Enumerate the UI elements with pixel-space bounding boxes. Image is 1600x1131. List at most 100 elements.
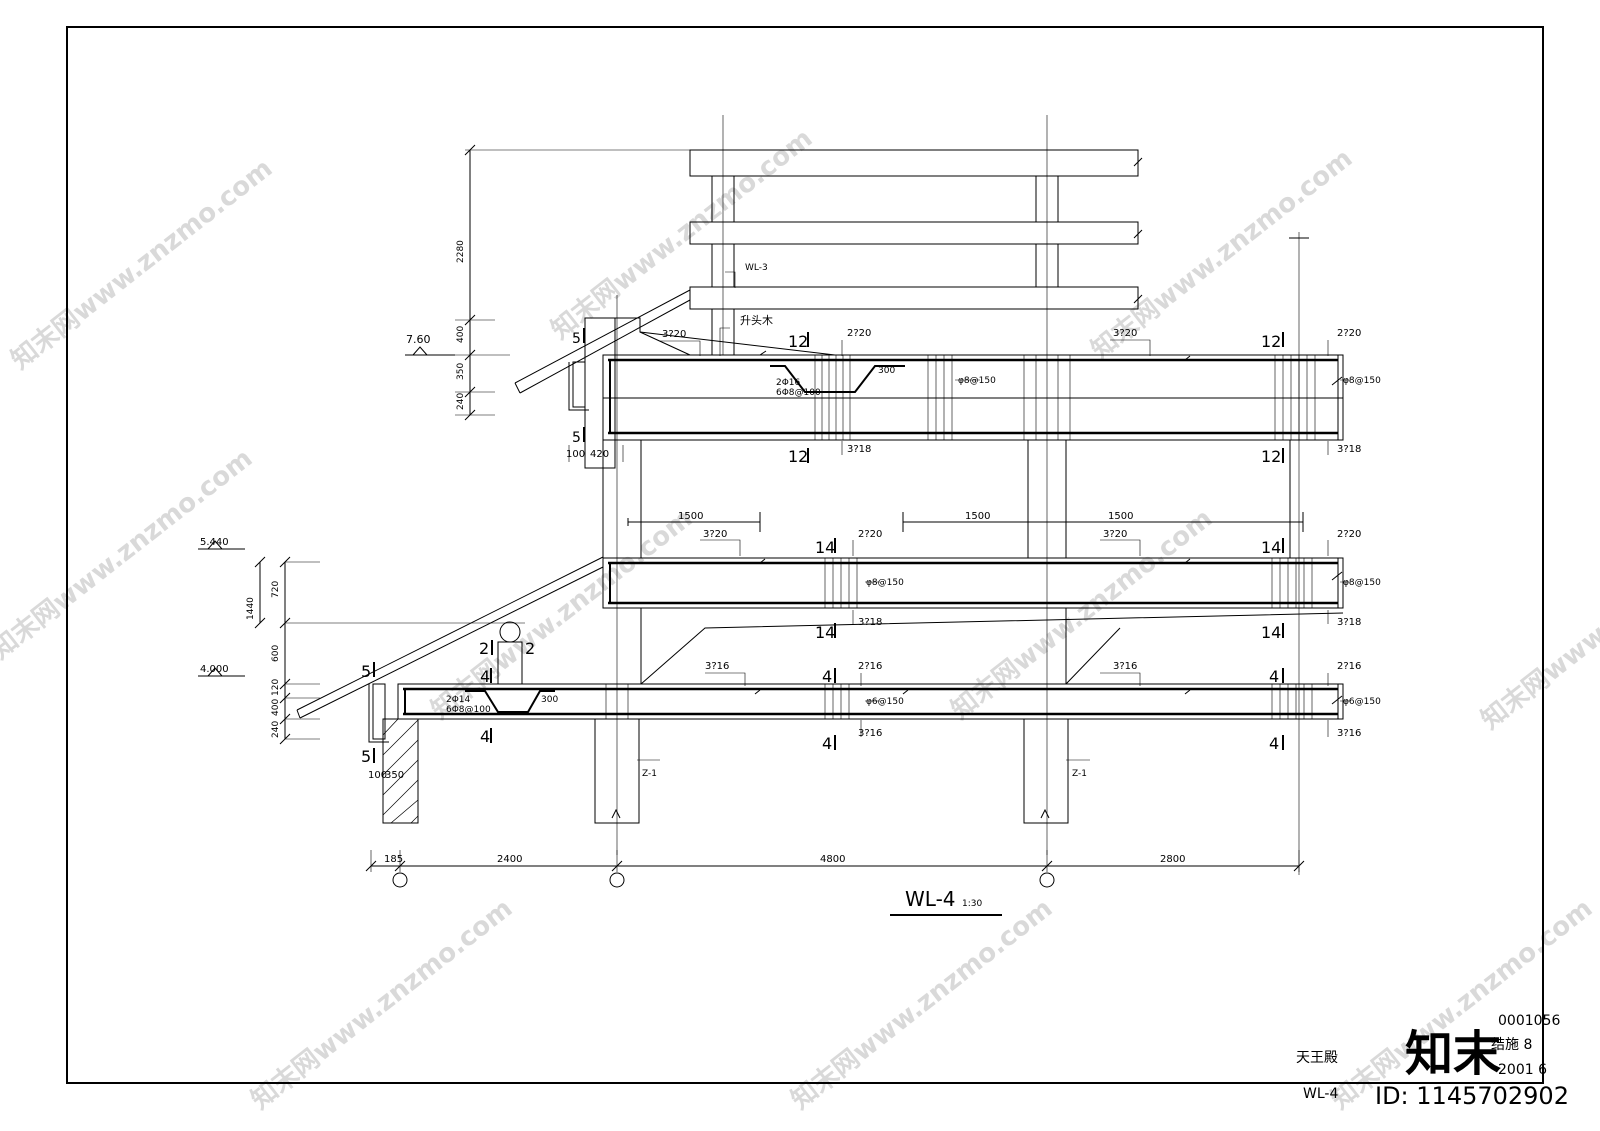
rebar-label: 300 bbox=[541, 695, 558, 705]
rebar-label: 2Φ14 bbox=[446, 695, 471, 705]
level-top: 7.60 bbox=[406, 333, 431, 346]
level-low: 4.000 bbox=[200, 664, 229, 675]
rebar-label: 2?20 bbox=[858, 529, 882, 540]
rebar-label: 3?20 bbox=[662, 329, 686, 340]
section-mark: 14 bbox=[815, 538, 835, 557]
dim-400: 400 bbox=[271, 699, 281, 716]
rebar-label: φ8@150 bbox=[866, 578, 904, 588]
rebar-leaders bbox=[637, 271, 1350, 761]
dim-240: 240 bbox=[456, 393, 466, 410]
rebar-label: φ8@150 bbox=[958, 376, 996, 386]
watermark-text: 知末网www.znzmo.com bbox=[6, 153, 278, 375]
watermark-text: 知末网www.znzmo.com bbox=[946, 503, 1218, 725]
rebar-label: 2?20 bbox=[847, 328, 871, 339]
rebar-label: 2Φ16 bbox=[776, 378, 801, 388]
section-cut-marks bbox=[373, 328, 1284, 763]
section-mark: 2 bbox=[525, 639, 535, 658]
dim-400: 400 bbox=[456, 326, 466, 343]
rebar-label: 2?20 bbox=[1337, 529, 1361, 540]
dim-100: 100 bbox=[566, 449, 585, 460]
rebar-label: 3?16 bbox=[1337, 728, 1361, 739]
section-mark: 4 bbox=[480, 727, 490, 746]
section-mark: 4 bbox=[480, 667, 490, 686]
upper-eave bbox=[514, 289, 836, 469]
section-mark: 12 bbox=[1261, 447, 1281, 466]
section-mark: 4 bbox=[822, 667, 832, 686]
braces bbox=[640, 608, 1344, 685]
dim-2400: 2400 bbox=[497, 854, 522, 865]
dim-2800: 2800 bbox=[1160, 854, 1185, 865]
id-watermark: ID: 1145702902 bbox=[1375, 1082, 1569, 1110]
left-dimensions bbox=[254, 144, 690, 745]
lower-beam bbox=[397, 683, 1344, 720]
watermark-text: 知末网www.znzmo.com bbox=[1476, 513, 1600, 735]
rebar-label: φ8@150 bbox=[1343, 578, 1381, 588]
rebar-label: 3?20 bbox=[1113, 328, 1137, 339]
member-label-shengtou: 升头木 bbox=[740, 314, 773, 327]
rebar-label: φ6@150 bbox=[1343, 697, 1381, 707]
middle-dims bbox=[627, 512, 1304, 532]
dim-1500: 1500 bbox=[678, 511, 703, 522]
middle-beam bbox=[602, 557, 1344, 609]
dim-240: 240 bbox=[271, 721, 281, 738]
dim-420: 420 bbox=[590, 449, 609, 460]
section-mark: 14 bbox=[1261, 538, 1281, 557]
drawing-title: WL-4 bbox=[905, 887, 956, 911]
rebar-label: 3?20 bbox=[1103, 529, 1127, 540]
drawing-code: 0001056 bbox=[1498, 1013, 1560, 1029]
level-mid: 5.440 bbox=[200, 537, 229, 548]
rebar-label: 3?20 bbox=[703, 529, 727, 540]
rebar-label: 6Φ8@100 bbox=[446, 705, 491, 715]
rebar-label: 3?18 bbox=[858, 617, 882, 628]
section-mark: 14 bbox=[1261, 623, 1281, 642]
sheet-number: 结施 8 bbox=[1491, 1037, 1532, 1053]
dim-120: 120 bbox=[271, 679, 281, 696]
dim-4800: 4800 bbox=[820, 854, 845, 865]
member-label-wl3: WL-3 bbox=[745, 263, 768, 273]
dim-2280: 2280 bbox=[456, 240, 466, 263]
brand-watermark: 知末 bbox=[1405, 1026, 1501, 1082]
section-mark: 14 bbox=[815, 623, 835, 642]
section-mark: 4 bbox=[822, 734, 832, 753]
section-mark: 12 bbox=[788, 447, 808, 466]
watermark-text: 知末网www.znzmo.com bbox=[546, 123, 818, 345]
sheet-name: WL-4 bbox=[1303, 1086, 1338, 1102]
section-mark: 12 bbox=[788, 332, 808, 351]
dim-600: 600 bbox=[271, 645, 281, 662]
watermark-text: 知末网www.znzmo.com bbox=[0, 443, 258, 665]
section-mark: 4 bbox=[1269, 667, 1279, 686]
drawing-date: 2001 6 bbox=[1498, 1062, 1547, 1078]
section-mark: 12 bbox=[1261, 332, 1281, 351]
rebar-label: 3?16 bbox=[1113, 661, 1137, 672]
section-mark: 5 bbox=[572, 331, 581, 347]
drawing-frame bbox=[66, 26, 1544, 1084]
section-mark: 5 bbox=[361, 662, 371, 681]
drawing-scale: 1:30 bbox=[962, 899, 982, 909]
rebar-label: φ8@150 bbox=[1343, 376, 1381, 386]
rebar-label: 3?16 bbox=[858, 728, 882, 739]
rebar-label: 3?18 bbox=[1337, 617, 1361, 628]
lower-columns bbox=[382, 718, 1069, 824]
section-mark: 5 bbox=[572, 430, 581, 446]
upper-beam bbox=[602, 350, 1344, 441]
dim-185: 185 bbox=[384, 854, 403, 865]
section-mark: 4 bbox=[1269, 734, 1279, 753]
watermark-text: 知末网www.znzmo.com bbox=[426, 503, 698, 725]
dim-1500: 1500 bbox=[1108, 511, 1133, 522]
column-label: Z-1 bbox=[642, 769, 657, 779]
rebar-label: 3?18 bbox=[1337, 444, 1361, 455]
project-name: 天王殿 bbox=[1296, 1050, 1338, 1066]
axis-dims bbox=[365, 850, 1305, 888]
rebar-label: φ6@150 bbox=[866, 697, 904, 707]
lower-eave bbox=[296, 556, 604, 743]
rebar-label: 2?20 bbox=[1337, 328, 1361, 339]
rebar-label: 300 bbox=[878, 366, 895, 376]
dim-350: 350 bbox=[456, 363, 466, 380]
section-mark: 2 bbox=[479, 639, 489, 658]
dim-720: 720 bbox=[271, 581, 281, 598]
rebar-label: 2?16 bbox=[858, 661, 882, 672]
rebar-label: 3?16 bbox=[705, 661, 729, 672]
dim-1440: 1440 bbox=[246, 597, 256, 620]
level-markers bbox=[198, 346, 455, 677]
